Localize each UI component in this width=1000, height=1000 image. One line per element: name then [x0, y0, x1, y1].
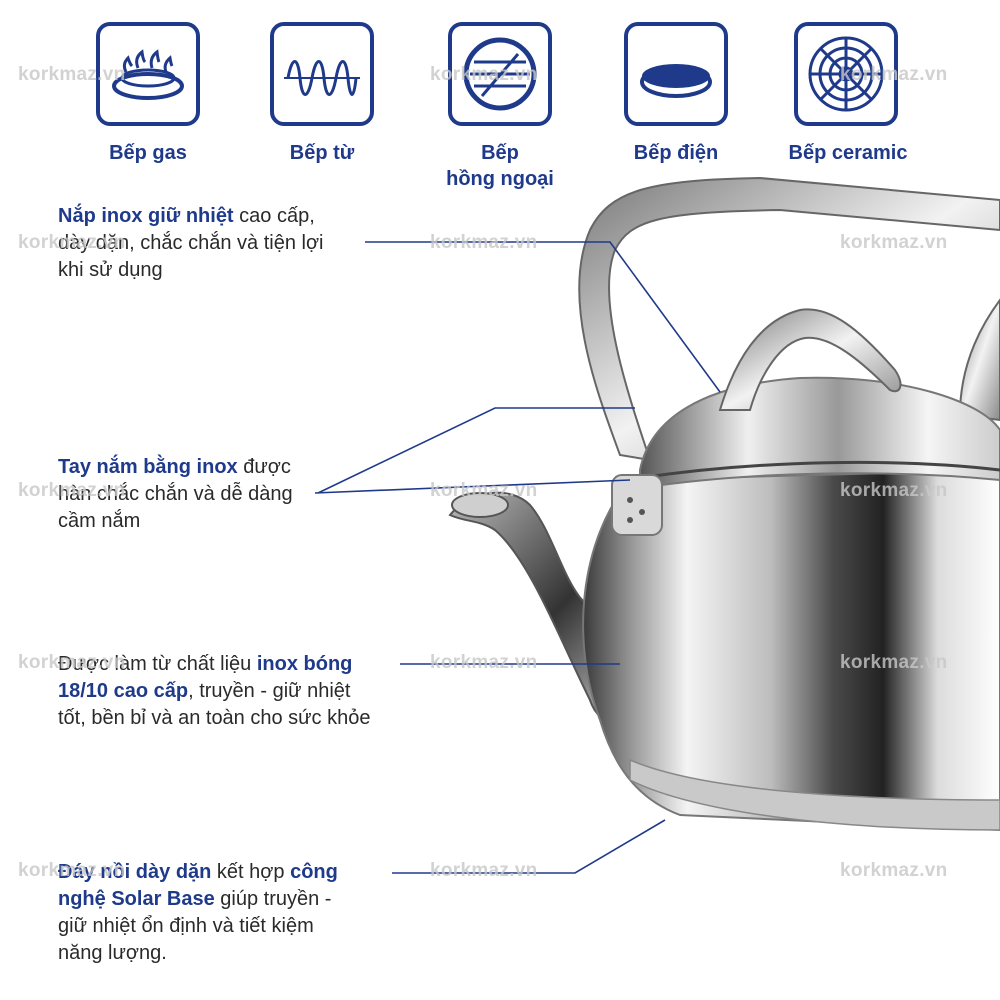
induction-coil-icon — [270, 22, 374, 126]
electric-hotplate-icon — [624, 22, 728, 126]
feature-lid: Nắp inox giữ nhiệt cao cấp, dày dặn, chắ… — [58, 203, 398, 284]
watermark: korkmaz.vn — [430, 480, 538, 501]
watermark: korkmaz.vn — [430, 64, 538, 85]
stove-label-electric: Bếp điện — [633, 142, 719, 164]
feature-base-text: kết hợp — [211, 861, 291, 883]
feature-handle: Tay nắm bằng inox được hàn chắc chắn và … — [58, 454, 398, 535]
feature-base-line2: giúp truyền - — [214, 888, 332, 910]
feature-material-text: Được làm từ chất liệu — [58, 653, 257, 675]
feature-base-line4: năng lượng. — [58, 942, 167, 964]
feature-material-grade: 18/10 cao cấp — [58, 680, 189, 702]
infrared-stove-icon — [448, 22, 552, 126]
leader-lines — [314, 241, 721, 874]
watermark: korkmaz.vn — [18, 860, 126, 881]
feature-handle-line3: cầm nắm — [58, 510, 141, 532]
feature-material-line3: tốt, bền bỉ và an toàn cho sức khỏe — [58, 707, 371, 729]
stove-label-gas: Bếp gas — [109, 142, 187, 164]
stove-label-infrared-line2: hồng ngoại — [446, 168, 554, 190]
feature-handle-text: được — [237, 456, 291, 478]
watermark: korkmaz.vn — [430, 232, 538, 253]
watermark: korkmaz.vn — [840, 64, 948, 85]
watermark: korkmaz.vn — [18, 652, 126, 673]
watermark: korkmaz.vn — [430, 860, 538, 881]
watermark: korkmaz.vn — [840, 480, 948, 501]
feature-lid-text: cao cấp, — [233, 205, 315, 227]
stove-label-infrared-line1: Bếp — [481, 142, 519, 164]
watermark: korkmaz.vn — [840, 232, 948, 253]
feature-material-line2: , truyền - giữ nhiệt — [188, 680, 351, 702]
feature-lid-line3: khi sử dụng — [58, 259, 163, 281]
feature-handle-line2: hàn chắc chắn và dễ dàng — [58, 483, 293, 505]
feature-handle-title: Tay nắm bằng inox — [58, 456, 238, 478]
stove-label-infrared: Bếp hồng ngoại — [420, 140, 580, 192]
feature-base-line3: giữ nhiệt ổn định và tiết kiệm — [58, 915, 314, 937]
feature-material-title: inox bóng — [256, 653, 353, 675]
watermark: korkmaz.vn — [840, 652, 948, 673]
gas-burner-icon — [96, 22, 200, 126]
watermark: korkmaz.vn — [18, 64, 126, 85]
feature-material: Được làm từ chất liệu inox bóng 18/10 ca… — [58, 651, 398, 732]
feature-base-tech1: công — [290, 861, 338, 883]
stove-label-ceramic: Bếp ceramic — [788, 142, 908, 164]
watermark: korkmaz.vn — [430, 652, 538, 673]
stove-label-induction: Bếp từ — [289, 142, 355, 164]
feature-base-title: Đáy nồi dày dặn — [58, 861, 212, 883]
feature-base-tech2: nghệ Solar Base — [58, 888, 215, 910]
feature-lid-line2: dày dặn, chắc chắn và tiện lợi — [58, 232, 324, 254]
watermark: korkmaz.vn — [18, 480, 126, 501]
feature-lid-title: Nắp inox giữ nhiệt — [58, 205, 234, 227]
feature-base: Đáy nồi dày dặn kết hợp công nghệ Solar … — [58, 859, 398, 967]
ceramic-stove-icon — [794, 22, 898, 126]
watermark: korkmaz.vn — [840, 860, 948, 881]
watermark: korkmaz.vn — [18, 232, 126, 253]
